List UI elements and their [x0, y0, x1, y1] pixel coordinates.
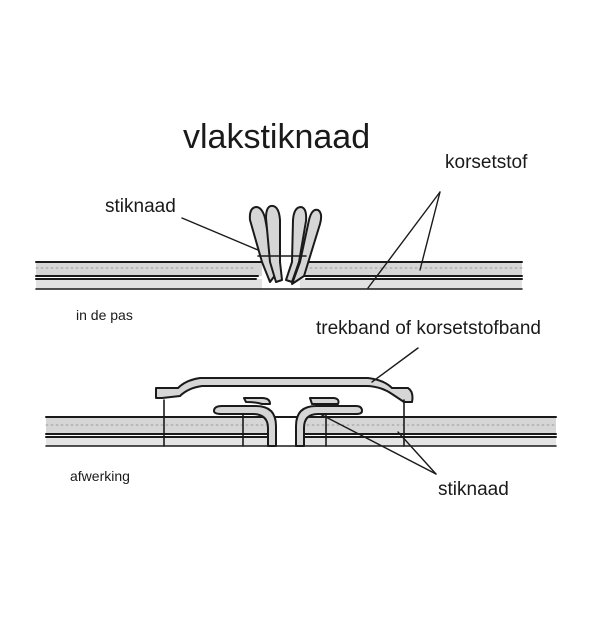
label-trekband: trekband of korsetstofband [316, 318, 541, 339]
bottom-fabric-left [46, 417, 276, 434]
fabric-strip-left-bottom [36, 279, 262, 289]
label-korsetstof: korsetstof [445, 152, 528, 173]
seam-finger-3 [285, 206, 308, 283]
afwerking-diagram [45, 347, 557, 475]
trekband-tape [155, 377, 414, 403]
leader-korsetstof-1 [367, 191, 441, 289]
diagram-title: vlakstiknaad [183, 118, 371, 156]
in-de-pas-diagram [35, 191, 523, 290]
label-afwerking: afwerking [70, 468, 130, 484]
bottom-fold-right [295, 405, 363, 447]
label-stiknaad-bottom: stiknaad [438, 479, 509, 500]
leader-stiknaad-top [181, 217, 259, 251]
bottom-fabric-left-2 [46, 437, 270, 446]
leader-stiknaad-bottom-2 [397, 431, 437, 475]
leader-trekband [371, 347, 419, 383]
seam-finger-2 [265, 204, 283, 283]
seam-finger-4 [291, 208, 323, 285]
leader-korsetstof-2 [419, 191, 441, 271]
bottom-fold-right-inner [309, 397, 340, 405]
label-stiknaad-top: stiknaad [105, 196, 176, 217]
fabric-strip-left-top [36, 262, 262, 276]
bottom-fabric-right-2 [302, 437, 556, 446]
bottom-fold-left [213, 405, 277, 447]
fabric-strip-right-bottom [300, 279, 522, 289]
label-in-de-pas: in de pas [76, 307, 133, 323]
leader-stiknaad-bottom-1 [319, 413, 437, 475]
bottom-fold-left-inner [243, 397, 271, 405]
fabric-strip-right-top [300, 262, 522, 276]
bottom-fabric-right [296, 417, 556, 434]
